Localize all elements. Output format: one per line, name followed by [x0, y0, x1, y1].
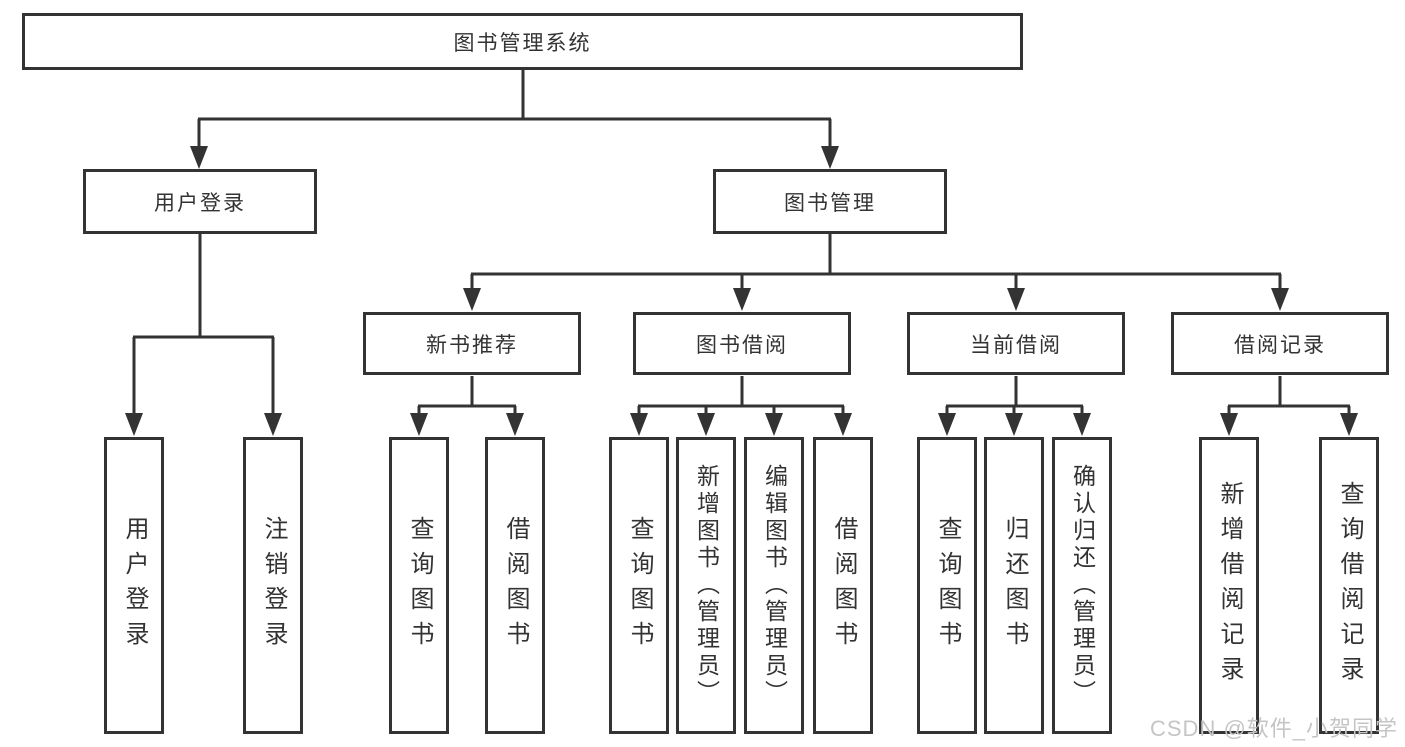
arrow-down-icon — [1073, 413, 1091, 436]
arrow-down-icon — [264, 413, 282, 436]
node-label: 用户登录 — [121, 515, 148, 656]
node-label: 查询借阅记录 — [1336, 480, 1363, 691]
node-leaf-logout: 注销登录 — [243, 437, 303, 734]
arrow-down-icon — [1271, 288, 1289, 311]
connector-newbookrec-to-leaves — [417, 376, 517, 415]
arrow-down-icon — [506, 413, 524, 436]
node-leaf-add-borrow-record: 新增借阅记录 — [1199, 437, 1259, 734]
node-label: 图书借阅 — [696, 333, 788, 357]
node-leaf-query-borrow-record: 查询借阅记录 — [1319, 437, 1379, 734]
node-leaf-edit-books-admin: 编辑图书（管理员） — [744, 437, 804, 734]
node-book-borrow: 图书借阅 — [633, 312, 851, 375]
node-label: 确认归还（管理员） — [1069, 464, 1096, 707]
connector-currentborrow-to-leaves — [945, 376, 1084, 415]
node-leaf-borrow-books: 借阅图书 — [813, 437, 873, 734]
arrow-down-icon — [821, 146, 839, 169]
node-book-management: 图书管理 — [713, 169, 947, 234]
node-label: 图书管理 — [784, 191, 876, 215]
node-label: 用户登录 — [154, 191, 246, 215]
connector-bookborrow-to-leaves — [637, 376, 845, 415]
connector-borrowrecords-to-leaves — [1227, 376, 1351, 415]
arrow-down-icon — [1005, 413, 1023, 436]
node-new-book-recommend: 新书推荐 — [363, 312, 581, 375]
arrow-down-icon — [938, 413, 956, 436]
connector-userlogin-to-leaves — [132, 234, 275, 415]
arrow-down-icon — [1007, 288, 1025, 311]
node-library-system: 图书管理系统 — [22, 13, 1023, 70]
csdn-watermark: CSDN @软件_小贺同学 — [1150, 716, 1399, 741]
node-borrow-records: 借阅记录 — [1171, 312, 1389, 375]
arrow-down-icon — [1340, 413, 1358, 436]
arrow-down-icon — [697, 413, 715, 436]
node-leaf-query-books: 查询图书 — [917, 437, 977, 734]
node-label: 查询图书 — [406, 515, 433, 656]
arrow-down-icon — [190, 146, 208, 169]
node-current-borrow: 当前借阅 — [907, 312, 1125, 375]
node-leaf-return-books: 归还图书 — [984, 437, 1044, 734]
arrow-down-icon — [125, 413, 143, 436]
node-label: 查询图书 — [934, 515, 961, 656]
node-user-login: 用户登录 — [83, 169, 317, 234]
node-leaf-user-login: 用户登录 — [104, 437, 164, 734]
connector-root-to-level2 — [197, 70, 832, 147]
arrow-down-icon — [463, 288, 481, 311]
node-label: 新增图书（管理员） — [693, 464, 720, 707]
arrow-down-icon — [410, 413, 428, 436]
node-label: 图书管理系统 — [453, 31, 592, 55]
connector-bookmgmt-to-level3 — [470, 234, 1282, 290]
node-label: 借阅图书 — [502, 515, 529, 656]
node-leaf-confirm-return-admin: 确认归还（管理员） — [1052, 437, 1112, 734]
node-leaf-add-books-admin: 新增图书（管理员） — [676, 437, 736, 734]
node-label: 新增借阅记录 — [1216, 480, 1243, 691]
arrow-down-icon — [630, 413, 648, 436]
node-label: 归还图书 — [1001, 515, 1028, 656]
arrow-down-icon — [1220, 413, 1238, 436]
node-leaf-query-books: 查询图书 — [389, 437, 449, 734]
node-label: 当前借阅 — [970, 333, 1062, 357]
node-leaf-borrow-books: 借阅图书 — [485, 437, 545, 734]
node-label: 编辑图书（管理员） — [761, 464, 788, 707]
arrow-down-icon — [765, 413, 783, 436]
arrow-down-icon — [834, 413, 852, 436]
node-label: 借阅图书 — [830, 515, 857, 656]
node-label: 借阅记录 — [1234, 333, 1326, 357]
arrow-down-icon — [733, 288, 751, 311]
node-label: 注销登录 — [260, 515, 287, 656]
node-label: 查询图书 — [626, 515, 653, 656]
node-leaf-query-books: 查询图书 — [609, 437, 669, 734]
node-label: 新书推荐 — [426, 333, 518, 357]
